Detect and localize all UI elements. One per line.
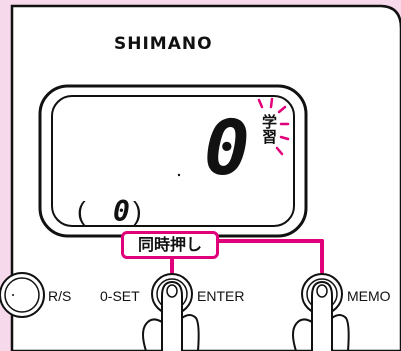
lcd-dot [177, 173, 181, 177]
blink-rays-icon [257, 97, 290, 156]
paren-open: ( [77, 196, 86, 226]
rs-button-label[interactable]: R/S [48, 288, 72, 304]
lcd-screen [51, 95, 295, 227]
memo-button-label[interactable]: MEMO [347, 288, 391, 304]
finger-left-icon [142, 281, 200, 351]
finger-right-icon [292, 281, 350, 351]
zero-set-button-label[interactable]: 0-SET [100, 288, 140, 304]
paren-close: ) [133, 196, 142, 226]
rs-button [0, 272, 45, 318]
enter-button-label[interactable]: ENTER [197, 288, 245, 304]
brand-logo: SHIMANO [114, 34, 213, 54]
callout-connectors [170, 239, 324, 274]
sub-display-value: 0 [113, 195, 130, 228]
main-display-value: 0 [204, 103, 250, 192]
simultaneous-press-callout: 同時押し [121, 231, 219, 259]
learn-indicator: 学習 [260, 114, 278, 144]
